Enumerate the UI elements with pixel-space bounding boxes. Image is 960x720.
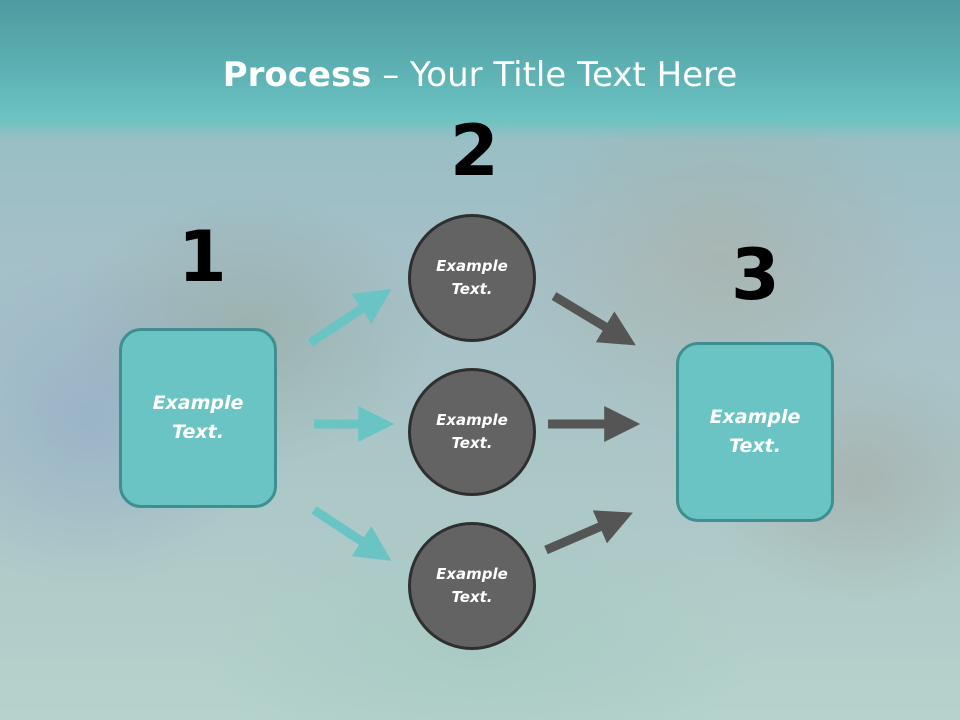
title-bold: Process <box>222 55 372 95</box>
arrow-bottom-to-3 <box>544 510 633 555</box>
step-1-text: Example Text. <box>152 392 244 443</box>
title-band <box>0 0 960 140</box>
step-number-1: 1 <box>178 216 227 298</box>
step-2-circle-bottom-text: Example Text. <box>436 565 508 606</box>
step-2-circle-bottom[interactable]: Example Text. <box>408 522 536 650</box>
step-2-circle-top[interactable]: Example Text. <box>408 214 536 342</box>
step-number-3: 3 <box>731 234 780 316</box>
step-3-box[interactable]: Example Text. <box>676 342 834 522</box>
slide-title: Process – Your Title Text Here <box>0 52 960 98</box>
title-rest: – Your Title Text Here <box>371 55 738 95</box>
arrow-1-to-top <box>307 289 392 347</box>
arrow-top-to-3 <box>551 292 636 346</box>
step-1-box[interactable]: Example Text. <box>119 328 277 508</box>
step-2-circle-middle[interactable]: Example Text. <box>408 368 536 496</box>
step-2-circle-top-text: Example Text. <box>436 257 508 298</box>
arrow-1-to-bottom <box>311 506 392 561</box>
step-2-circle-middle-text: Example Text. <box>436 411 508 452</box>
step-number-2: 2 <box>450 110 499 192</box>
step-3-text: Example Text. <box>709 406 801 457</box>
